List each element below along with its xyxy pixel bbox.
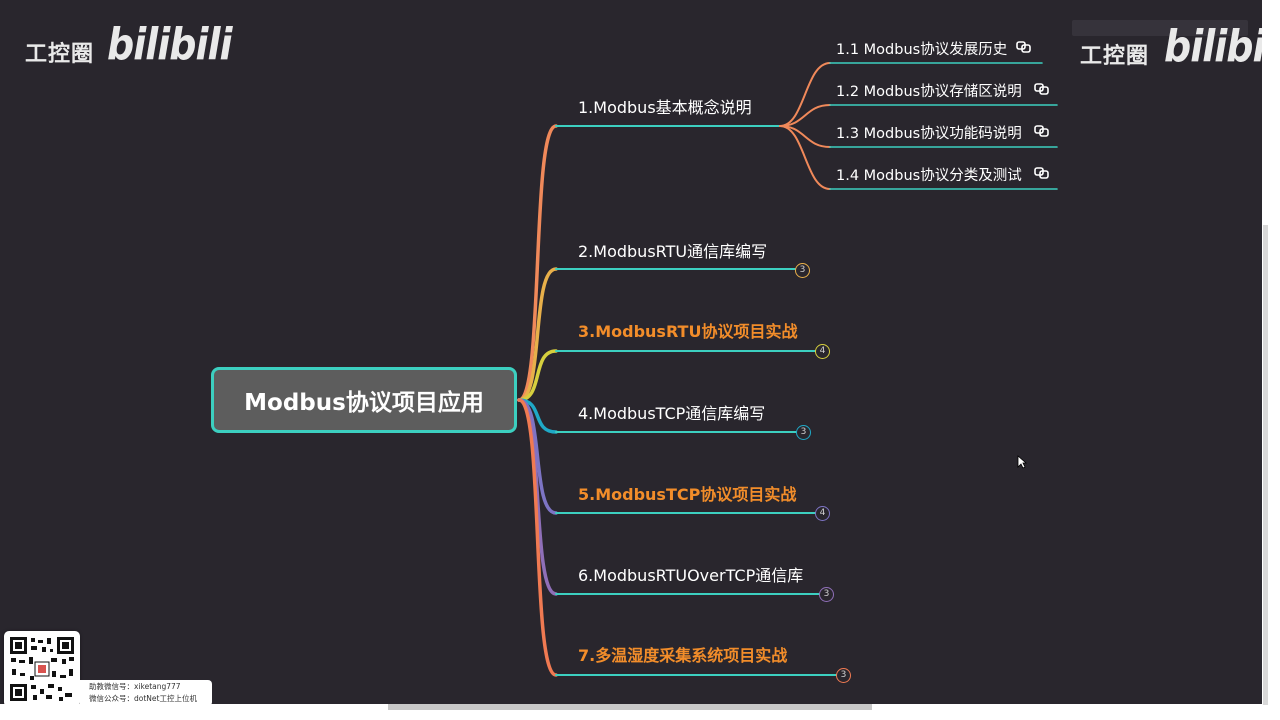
subtopic[interactable]: 1.1 Modbus协议发展历史 (836, 42, 1008, 58)
link-icon[interactable] (1034, 125, 1050, 137)
branch-topic-highlight[interactable]: 5.ModbusTCP协议项目实战 (578, 485, 797, 504)
subtopic-connector (779, 104, 831, 127)
branch-connector (517, 398, 558, 677)
subtopic-connector (779, 125, 831, 190)
collapse-count-badge[interactable]: 3 (819, 587, 834, 602)
watermark-text-left: 工控圈 (25, 42, 95, 67)
link-icon[interactable] (1016, 41, 1032, 53)
wechat-assistant-text: 助教微信号：xiketang777 (89, 682, 181, 691)
subtopic[interactable]: 1.4 Modbus协议分类及测试 (836, 168, 1022, 184)
collapse-count-badge[interactable]: 4 (815, 344, 830, 359)
branch-connector (517, 267, 558, 402)
qr-code (4, 631, 80, 704)
branch-topic[interactable]: 2.ModbusRTU通信库编写 (578, 242, 768, 261)
branch-topic-highlight[interactable]: 3.ModbusRTU协议项目实战 (578, 322, 798, 341)
bilibili-logo-left: bilibili (107, 18, 233, 70)
qr-code-icon (9, 636, 75, 702)
branch-connector (517, 124, 558, 402)
subtopic[interactable]: 1.2 Modbus协议存储区说明 (836, 84, 1022, 100)
window-toolbar (1072, 20, 1248, 36)
collapse-count-badge[interactable]: 4 (815, 506, 830, 521)
branch-connector (517, 349, 558, 402)
branch-topic[interactable]: 1.Modbus基本概念说明 (578, 98, 752, 117)
branch-topic-highlight[interactable]: 7.多温湿度采集系统项目实战 (578, 646, 788, 665)
vertical-scrollbar[interactable] (1263, 225, 1268, 705)
root-topic[interactable]: Modbus协议项目应用 (211, 367, 517, 433)
mindmap-canvas[interactable]: 工控圈 bilibili 工控圈 bilibili Modbus协议项目应用 1… (0, 0, 1262, 704)
collapse-count-badge[interactable]: 3 (836, 668, 851, 683)
watermark-text-right: 工控圈 (1080, 44, 1150, 69)
link-icon[interactable] (1034, 83, 1050, 95)
bilibili-logo-right: bilibili (1164, 20, 1262, 72)
connector-layer (517, 62, 1058, 677)
subtopic[interactable]: 1.3 Modbus协议功能码说明 (836, 126, 1022, 142)
qr-info: 助教微信号：xiketang777 微信公众号：dotNet工控上位机 (80, 680, 212, 704)
branch-topic[interactable]: 6.ModbusRTUOverTCP通信库 (578, 566, 804, 585)
collapse-count-badge[interactable]: 3 (796, 425, 811, 440)
horizontal-scrollbar[interactable] (388, 704, 872, 710)
branch-topic[interactable]: 4.ModbusTCP通信库编写 (578, 404, 766, 423)
wechat-account-text: 微信公众号：dotNet工控上位机 (89, 694, 197, 703)
mouse-cursor-icon (1017, 455, 1027, 469)
link-icon[interactable] (1034, 167, 1050, 179)
collapse-count-badge[interactable]: 3 (795, 263, 810, 278)
subtopic-connector (779, 62, 831, 127)
